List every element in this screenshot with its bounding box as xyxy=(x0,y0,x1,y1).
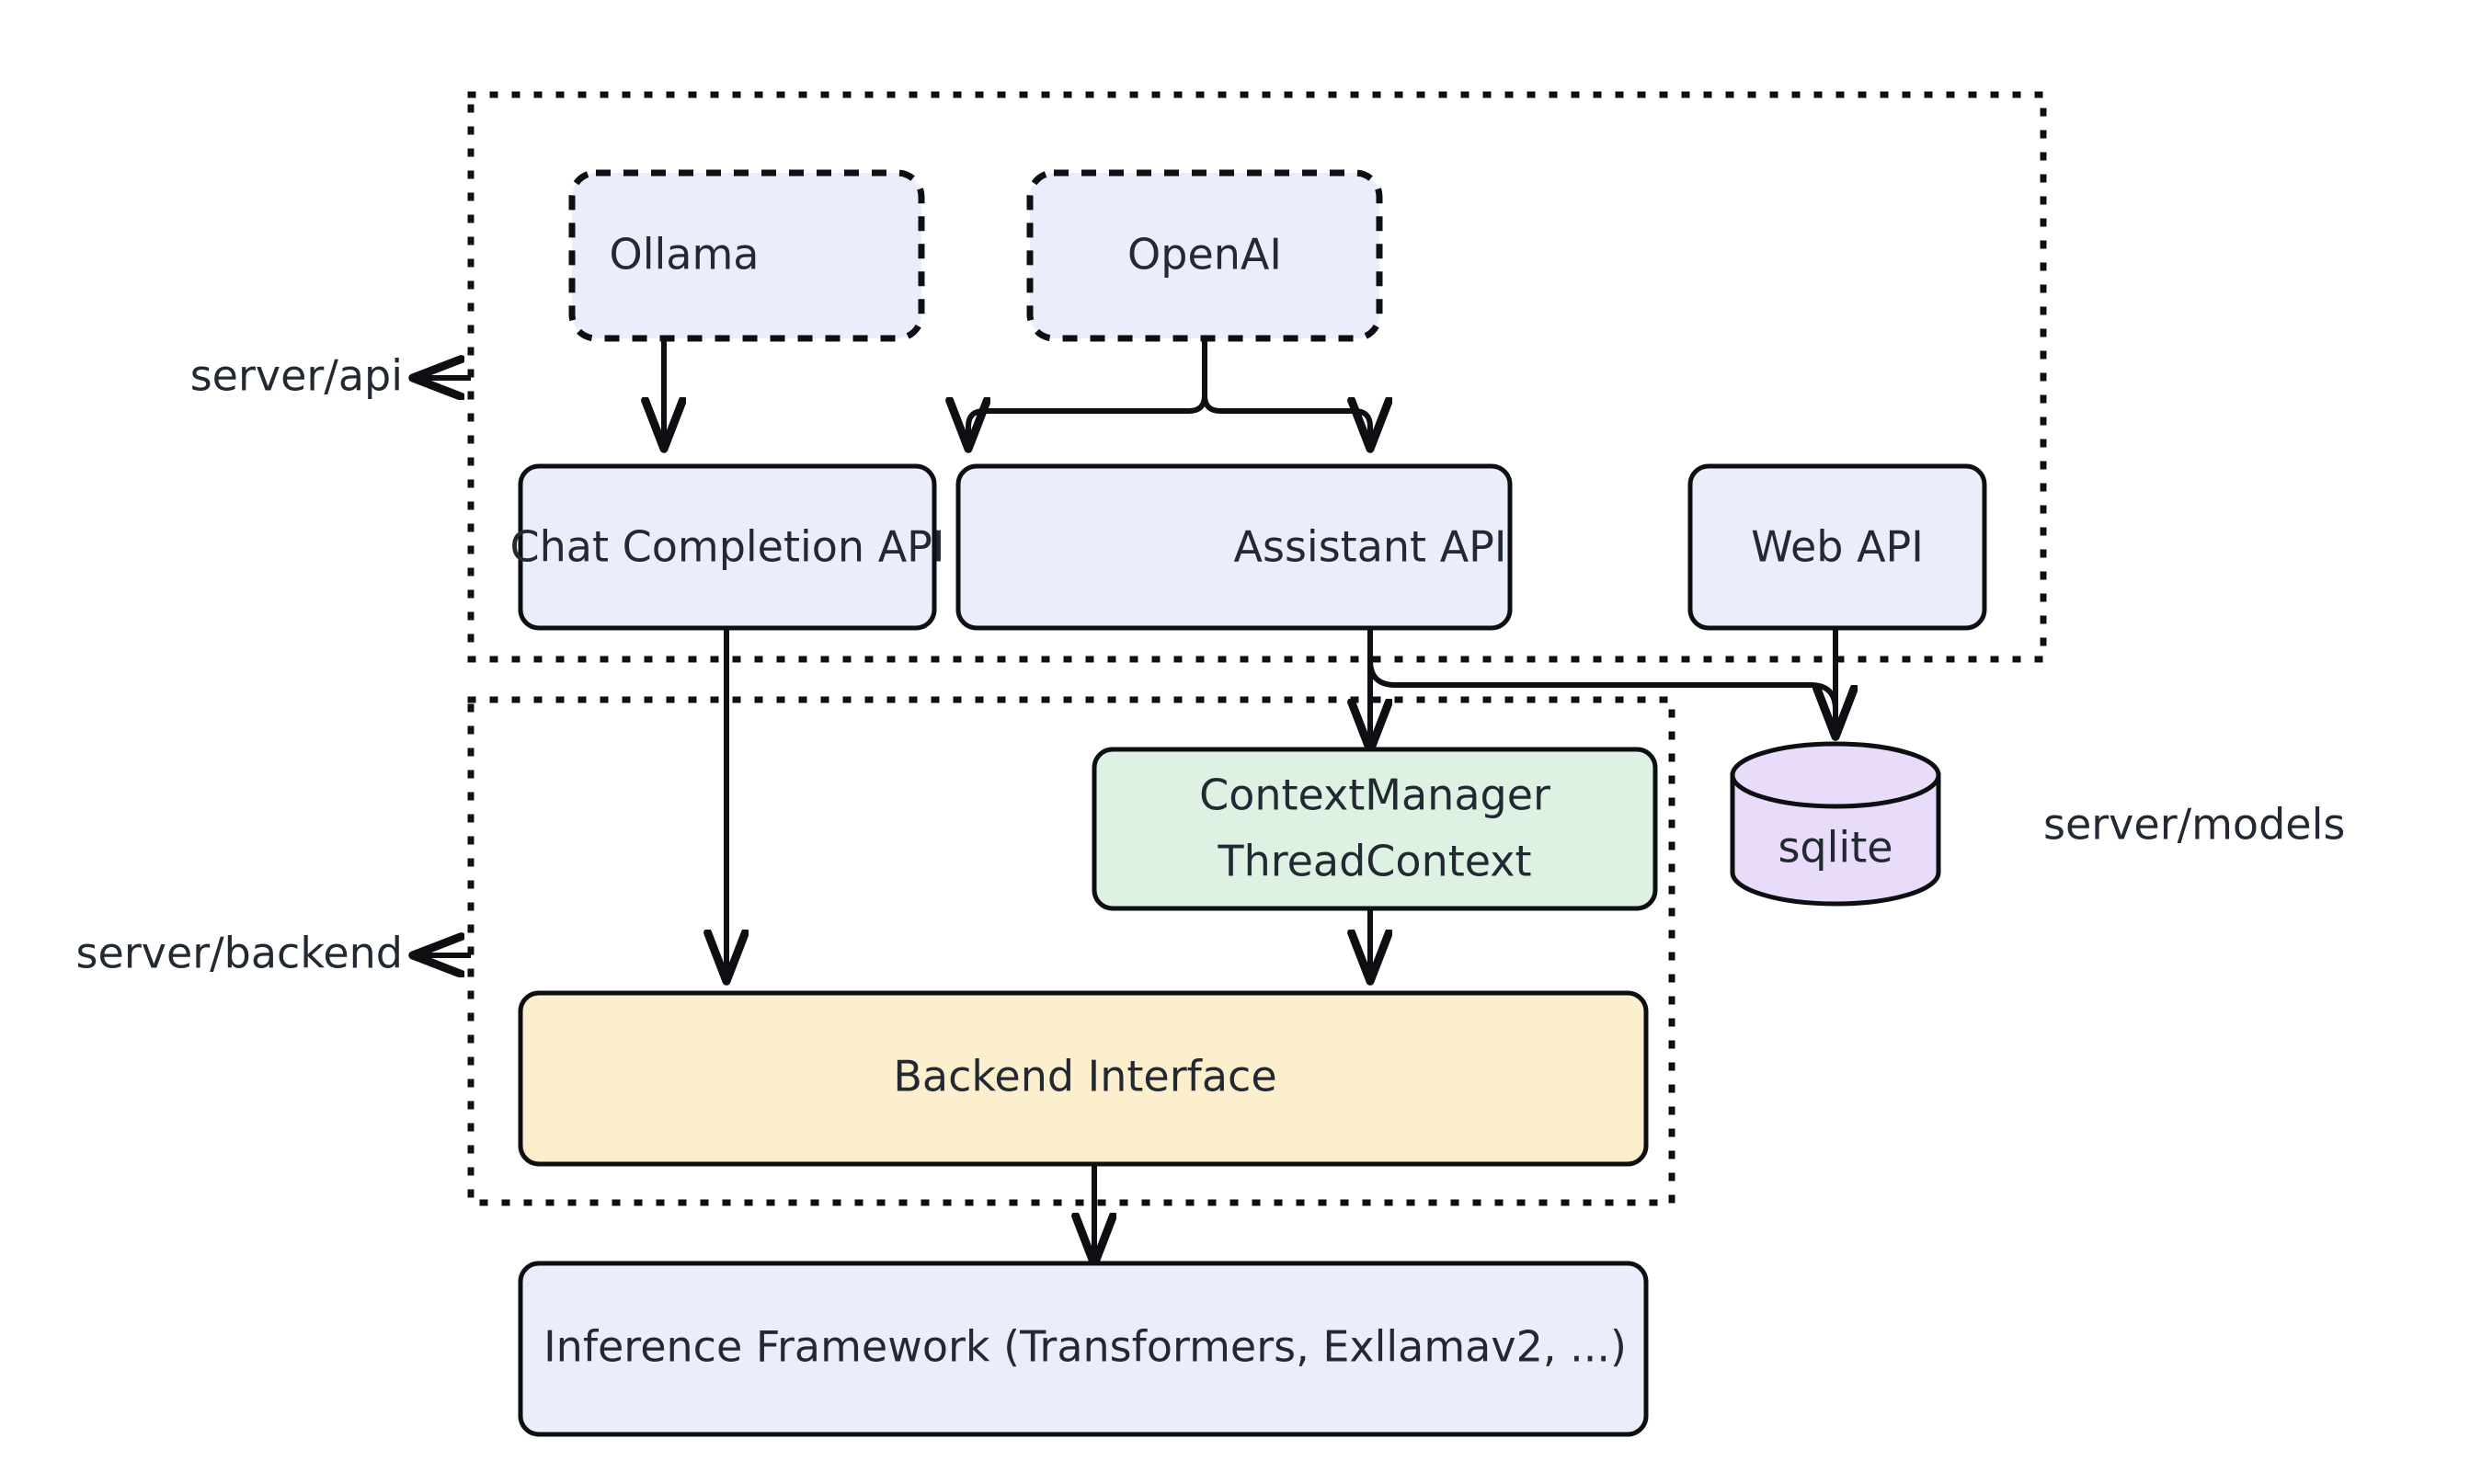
node-context-manager[interactable]: ContextManager ThreadContext xyxy=(1092,747,1658,911)
node-context-manager-label-line1: ContextManager xyxy=(1199,771,1550,820)
node-web-api-label: Web API xyxy=(1751,522,1924,572)
edge-openai-to-chat xyxy=(968,394,1207,448)
node-ollama[interactable]: Ollama xyxy=(568,169,925,342)
group-label-models-text: server/models xyxy=(2043,800,2345,850)
node-ollama-label: Ollama xyxy=(610,230,760,280)
node-web-api[interactable]: Web API xyxy=(1687,463,1987,631)
node-chat-completion-api[interactable]: Chat Completion API xyxy=(510,463,945,631)
node-inference-framework-label: Inference Framework (Transformers, Exlla… xyxy=(543,1322,1627,1372)
node-chat-completion-api-label: Chat Completion API xyxy=(510,522,945,572)
node-sqlite-label: sqlite xyxy=(1778,823,1893,873)
node-backend-interface[interactable]: Backend Interface xyxy=(518,990,1649,1167)
node-context-manager-label-line2: ThreadContext xyxy=(1217,837,1531,886)
group-container-backend xyxy=(467,696,1675,1206)
node-backend-interface-label: Backend Interface xyxy=(893,1052,1276,1102)
group-label-api: server/api xyxy=(190,351,471,401)
group-label-models: server/models xyxy=(2043,800,2345,850)
node-openai-label: OpenAI xyxy=(1127,230,1282,280)
node-sqlite[interactable]: sqlite xyxy=(1730,741,1941,907)
node-assistant-api-label: Assistant API xyxy=(1234,522,1507,572)
group-label-api-text: server/api xyxy=(190,351,403,401)
node-assistant-api[interactable]: Assistant API xyxy=(955,463,1513,631)
group-label-backend-text: server/backend xyxy=(76,929,403,978)
node-inference-framework[interactable]: Inference Framework (Transformers, Exlla… xyxy=(518,1261,1649,1437)
group-label-backend: server/backend xyxy=(76,929,471,978)
edge-openai-to-assistant xyxy=(1202,394,1370,448)
node-openai[interactable]: OpenAI xyxy=(1026,169,1383,342)
edge-layer xyxy=(664,337,1835,1263)
